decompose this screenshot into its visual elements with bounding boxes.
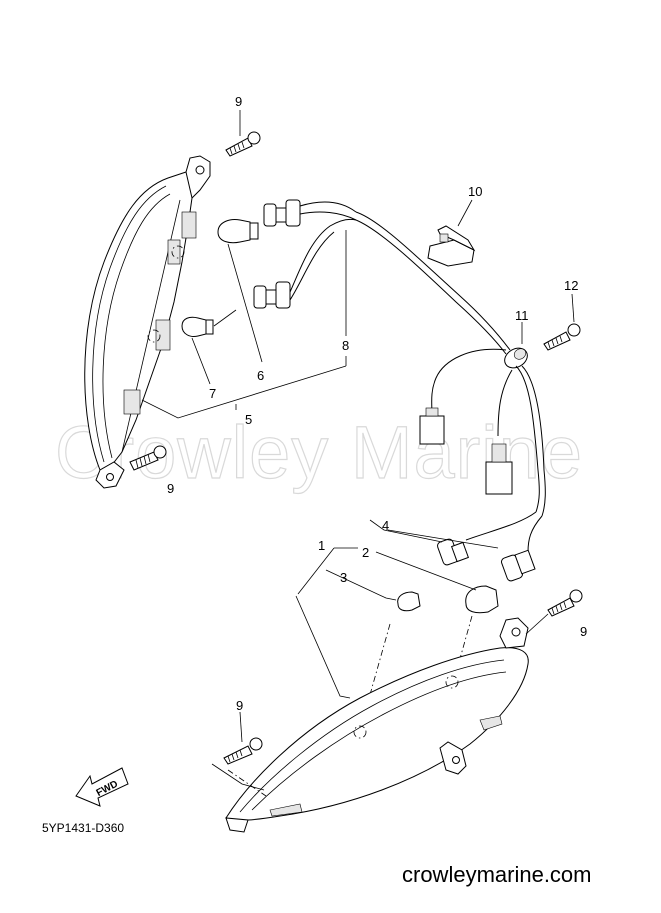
callout-9-top: 9 <box>235 94 242 109</box>
callout-9-bottom: 9 <box>236 698 243 713</box>
screw-top <box>225 110 261 157</box>
footer-url: crowleymarine.com <box>402 862 592 887</box>
lower-leader-lines <box>295 519 499 731</box>
document-code: 5YP1431-D360 <box>42 821 124 835</box>
upper-socket-1 <box>263 199 301 227</box>
screw-right-lower <box>525 589 583 635</box>
callout-10: 10 <box>468 184 482 199</box>
callout-6: 6 <box>257 368 264 383</box>
screw-right-upper <box>543 293 581 351</box>
callout-3: 3 <box>340 570 347 585</box>
callout-2: 2 <box>362 545 369 560</box>
upper-socket-2 <box>253 281 291 309</box>
lower-bulb-small <box>397 591 421 612</box>
screw-left <box>129 445 167 471</box>
lower-socket-1 <box>437 538 470 566</box>
callout-8: 8 <box>342 338 349 353</box>
callout-11: 11 <box>515 308 529 323</box>
callout-4: 4 <box>382 518 389 533</box>
lower-bulb-large <box>465 585 499 614</box>
lower-socket-2 <box>501 549 536 582</box>
callout-5: 5 <box>245 412 252 427</box>
upper-bulb-large <box>217 219 259 244</box>
callout-9-right: 9 <box>580 624 587 639</box>
screw-bottom-left <box>211 711 267 797</box>
upper-bulb-small <box>181 316 214 337</box>
fwd-arrow-icon: FWD <box>75 767 129 807</box>
upper-leader-lines <box>141 230 347 419</box>
callout-12: 12 <box>564 278 578 293</box>
upper-lamp-housing <box>84 155 211 489</box>
callout-1: 1 <box>318 538 325 553</box>
harness-connectors <box>419 348 546 553</box>
lower-lamp-housing <box>225 617 529 833</box>
callout-7: 7 <box>209 386 216 401</box>
bracket-part <box>427 199 476 267</box>
upper-wire-harness <box>289 201 511 355</box>
callout-9-left: 9 <box>167 481 174 496</box>
clamp-part <box>504 322 528 369</box>
